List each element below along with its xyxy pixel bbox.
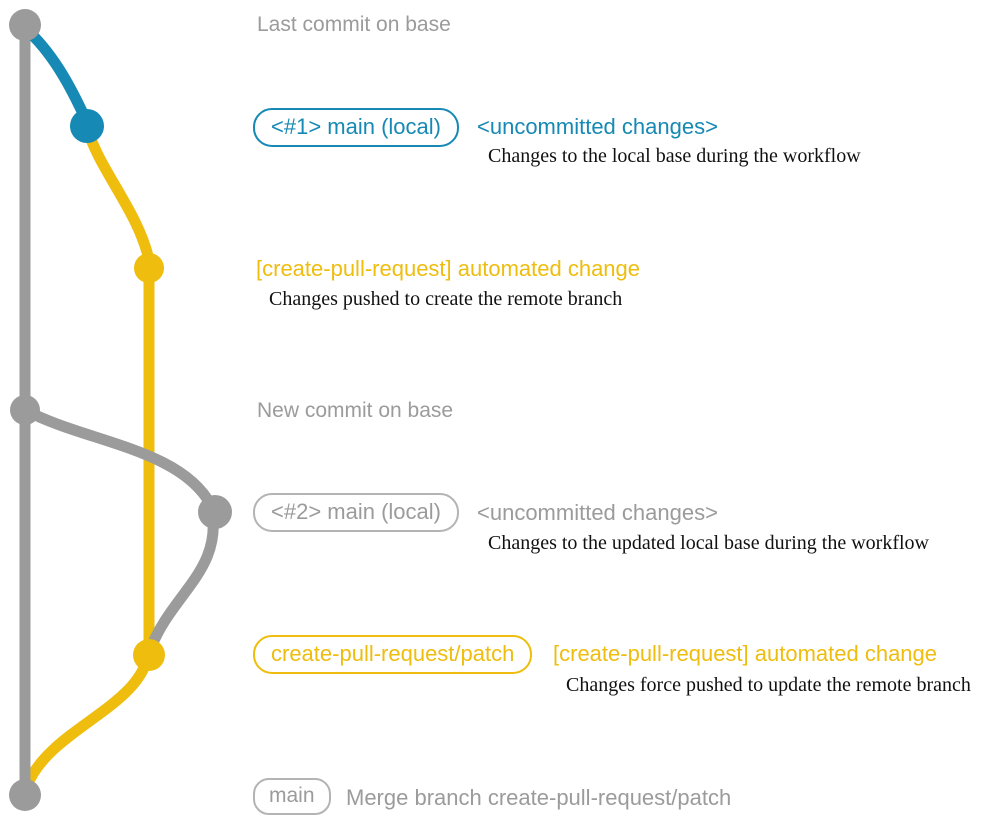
- caption-last-commit-on-base: Last commit on base: [257, 13, 451, 36]
- commit-dot-main-local-2: [198, 495, 232, 529]
- commit-dot-automated-2: [133, 639, 165, 671]
- note-uncommitted-changes-2: <uncommitted changes>: [477, 500, 718, 525]
- note-automated-change-2: [create-pull-request] automated change: [553, 641, 938, 666]
- patch-branch-curve-top: [80, 118, 155, 266]
- local-main-branch-curve: [19, 22, 92, 126]
- patch-branch-merge-curve: [20, 644, 155, 794]
- branch-badge-patch: create-pull-request/patch: [253, 635, 533, 674]
- base-rebase-curve-out: [19, 404, 217, 511]
- commit-dot-merge: [9, 779, 41, 811]
- branch-badge-main: main: [253, 778, 331, 815]
- desc-force-pushed: Changes force pushed to update the remot…: [566, 674, 971, 696]
- desc-pushed-create: Changes pushed to create the remote bran…: [269, 288, 623, 310]
- commit-dot-main-local-1: [70, 109, 104, 143]
- commit-dot-new-base: [10, 395, 40, 425]
- commit-dot-automated-1: [134, 253, 164, 283]
- branch-badge-main-local-1: <#1> main (local): [253, 108, 459, 147]
- note-automated-change-1: [create-pull-request] automated change: [256, 256, 641, 281]
- desc-updated-local-base: Changes to the updated local base during…: [488, 532, 929, 554]
- branch-badge-main-local-2: <#2> main (local): [253, 493, 459, 532]
- note-uncommitted-changes-1: <uncommitted changes>: [477, 114, 718, 139]
- merge-commit-message: Merge branch create-pull-request/patch: [346, 785, 732, 810]
- commit-dot-last-base: [9, 9, 41, 41]
- git-graph: [9, 9, 232, 811]
- caption-new-commit-on-base: New commit on base: [257, 399, 454, 422]
- desc-local-base: Changes to the local base during the wor…: [488, 145, 861, 167]
- base-rebase-curve-in: [144, 499, 219, 656]
